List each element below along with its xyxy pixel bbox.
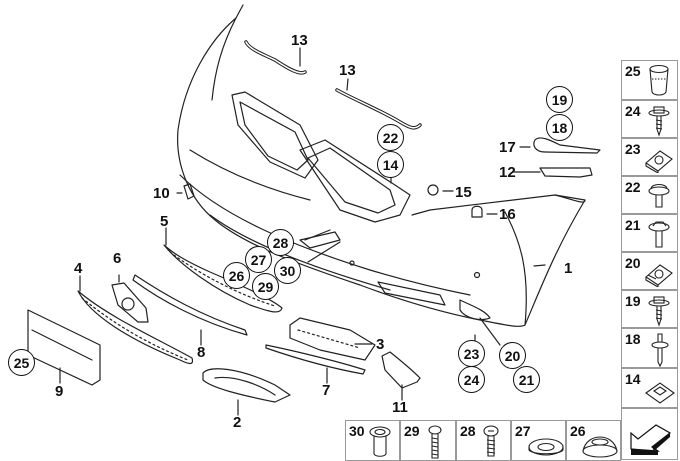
legend-cell-19: 19 bbox=[621, 290, 678, 328]
legend-cell-23: 23 bbox=[621, 138, 678, 176]
label-part-16: 16 bbox=[499, 206, 516, 223]
screw-icon bbox=[648, 221, 670, 248]
legend-number: 19 bbox=[625, 293, 641, 309]
fog-trim-6 bbox=[111, 282, 149, 323]
circle-label-21: 21 bbox=[513, 366, 540, 393]
circle-label-18: 18 bbox=[546, 114, 573, 141]
label-part-8: 8 bbox=[197, 344, 206, 361]
label-part-10: 10 bbox=[153, 185, 170, 202]
label-part-17: 17 bbox=[499, 139, 516, 156]
legend-cell-28: 28 bbox=[456, 420, 511, 461]
circle-label-22: 22 bbox=[377, 124, 404, 151]
circle-label-24: 24 bbox=[458, 366, 485, 393]
grille-5 bbox=[163, 244, 283, 313]
part-16 bbox=[471, 205, 483, 218]
label-part-1: 1 bbox=[564, 260, 573, 277]
label-part-5: 5 bbox=[160, 213, 169, 230]
vent-2 bbox=[202, 368, 291, 403]
legend-number: 21 bbox=[625, 217, 641, 233]
legend-cell-22: 22 bbox=[621, 176, 678, 214]
label-part-12: 12 bbox=[499, 164, 516, 181]
legend-number: 29 bbox=[404, 423, 420, 439]
legend-number: 14 bbox=[625, 371, 641, 387]
part-15 bbox=[427, 184, 439, 196]
flap-11 bbox=[381, 351, 421, 389]
label-part-2: 2 bbox=[233, 414, 242, 431]
circle-label-19: 19 bbox=[546, 86, 573, 113]
label-part-15: 15 bbox=[455, 184, 472, 201]
legend-cell-26: 26 bbox=[566, 420, 621, 461]
legend-number: 20 bbox=[625, 255, 641, 271]
legend-number: 18 bbox=[625, 331, 641, 347]
label-part-6: 6 bbox=[113, 250, 122, 267]
arrow-back-icon bbox=[630, 424, 672, 455]
legend-number: 22 bbox=[625, 179, 641, 195]
circle-label-26: 26 bbox=[223, 262, 250, 289]
bumper-shell bbox=[177, 4, 586, 327]
label-part-11: 11 bbox=[392, 399, 408, 416]
circle-label-27: 27 bbox=[245, 246, 272, 273]
part-17 bbox=[533, 137, 601, 154]
circle-label-14: 14 bbox=[377, 151, 404, 178]
legend-number: 25 bbox=[625, 63, 641, 79]
circle-label-30: 30 bbox=[274, 257, 301, 284]
legend-cell-30: 30 bbox=[345, 420, 400, 461]
legend-number: 30 bbox=[349, 423, 365, 439]
clip-nut-icon bbox=[645, 264, 673, 287]
clip-nut-icon bbox=[645, 150, 673, 173]
legend-cell-14: 14 bbox=[621, 368, 678, 408]
strip-7 bbox=[265, 344, 366, 375]
circle-label-29: 29 bbox=[252, 273, 279, 300]
expanding-rivet-icon bbox=[651, 333, 669, 368]
label-part-9: 9 bbox=[55, 383, 64, 400]
vent-3 bbox=[289, 317, 376, 361]
legend-cell-18: 18 bbox=[621, 328, 678, 368]
label-part-13-upper: 13 bbox=[291, 32, 308, 49]
legend-number: 23 bbox=[625, 141, 641, 157]
circle-label-23: 23 bbox=[458, 340, 485, 367]
legend-cell-20: 20 bbox=[621, 252, 678, 290]
screw-icon bbox=[648, 296, 670, 327]
legend-cell-21: 21 bbox=[621, 214, 678, 252]
part-12 bbox=[539, 167, 593, 178]
washer-icon bbox=[528, 438, 564, 456]
grommet-icon bbox=[369, 426, 391, 457]
legend-number: 26 bbox=[570, 423, 586, 439]
square-nut-icon bbox=[645, 382, 675, 404]
cap-icon bbox=[582, 436, 618, 458]
legend-number: 28 bbox=[460, 423, 476, 439]
legend-cell-29: 29 bbox=[400, 420, 456, 461]
legend-number: 24 bbox=[625, 103, 641, 119]
strip-8 bbox=[132, 274, 248, 336]
circle-label-25: 25 bbox=[8, 349, 35, 376]
label-part-3: 3 bbox=[376, 336, 385, 353]
legend-number: 27 bbox=[515, 423, 531, 439]
legend-cell-27: 27 bbox=[511, 420, 566, 461]
grille-4 bbox=[77, 290, 194, 365]
circle-label-20: 20 bbox=[499, 342, 526, 369]
screw-icon bbox=[648, 106, 670, 137]
legend-cell-24: 24 bbox=[621, 100, 678, 138]
label-part-7: 7 bbox=[322, 382, 331, 399]
license-plate-9 bbox=[27, 309, 101, 386]
plug-icon bbox=[649, 64, 669, 96]
bolt-icon bbox=[428, 425, 442, 459]
back-navigation-button[interactable] bbox=[621, 408, 678, 460]
label-part-13-lower: 13 bbox=[339, 62, 356, 79]
circle-label-28: 28 bbox=[267, 229, 294, 256]
screw-icon bbox=[483, 425, 499, 457]
legend-cell-25: 25 bbox=[621, 60, 678, 100]
part-10 bbox=[183, 183, 195, 200]
label-part-4: 4 bbox=[74, 260, 83, 277]
expanding-rivet-icon bbox=[648, 183, 670, 208]
